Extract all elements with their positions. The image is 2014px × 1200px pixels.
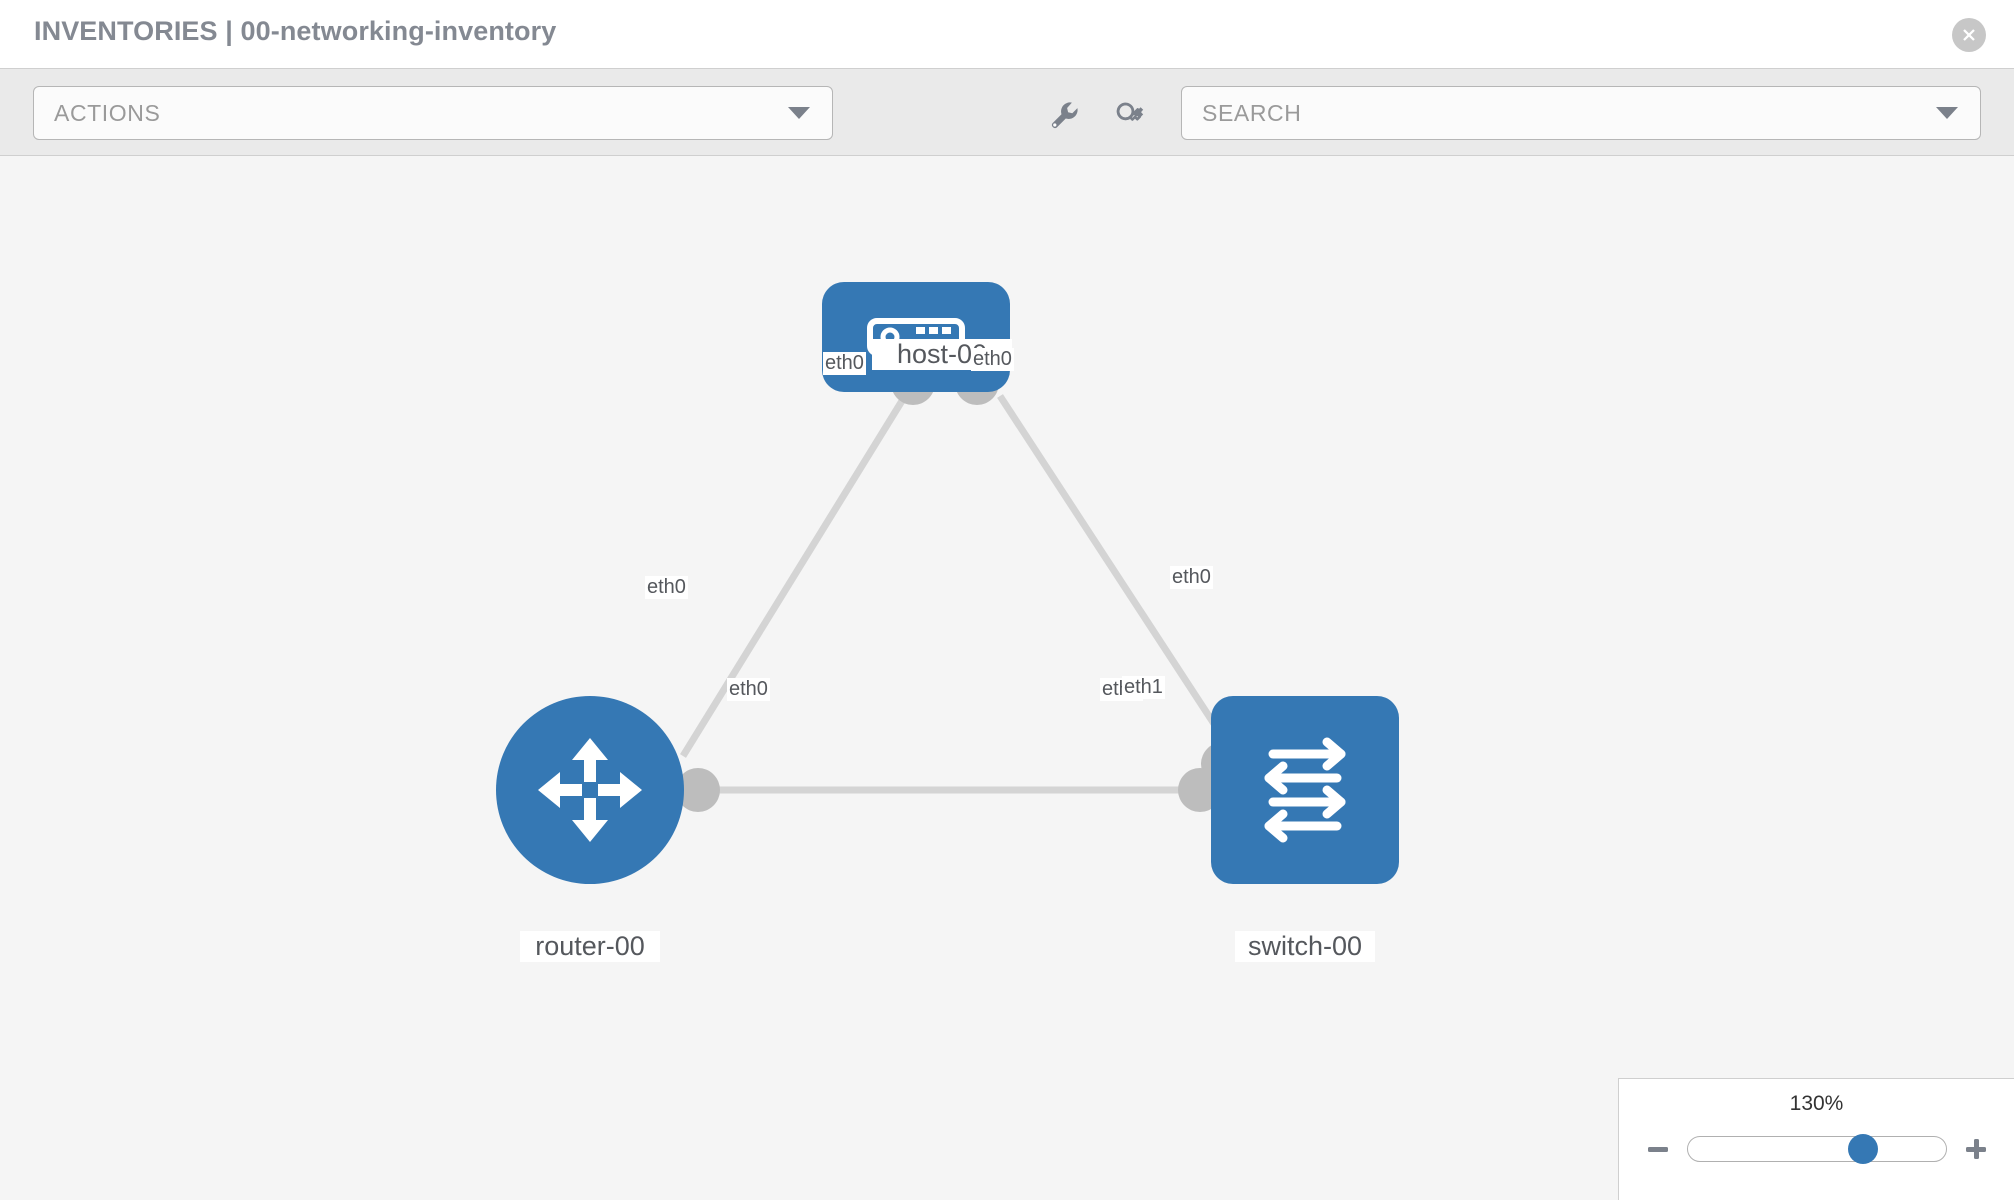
zoom-slider-track[interactable] — [1686, 1134, 1947, 1164]
edge-label-router-right: eth0 — [727, 678, 770, 701]
zoom-out-button[interactable] — [1641, 1132, 1675, 1166]
zoom-slider-row — [1619, 1129, 2014, 1169]
edge-label-host-left: eth0 — [823, 352, 866, 375]
key-icon[interactable] — [1110, 95, 1150, 135]
chevron-down-icon — [1936, 107, 1958, 119]
page-title: INVENTORIES | 00-networking-inventory — [34, 16, 557, 46]
node-router-00-label: router-00 — [520, 931, 660, 962]
plus-icon — [1965, 1139, 1986, 1159]
zoom-level-value: 130% — [1789, 1092, 1844, 1115]
topology-links — [680, 394, 1238, 794]
edge-label-switch-upper: eth0 — [1170, 566, 1213, 589]
link-host-switch — [997, 394, 1238, 758]
wrench-icon[interactable] — [1044, 95, 1084, 135]
search-input[interactable]: SEARCH — [1202, 99, 1302, 126]
toolbar: ACTIONS SEARCH — [0, 68, 2014, 156]
actions-dropdown-label: ACTIONS — [54, 99, 161, 126]
router-icon — [538, 738, 642, 842]
zoom-control-panel: 130% — [1618, 1078, 2014, 1200]
node-host-00-shape[interactable] — [822, 282, 1010, 392]
close-icon[interactable] — [1952, 18, 1986, 52]
zoom-in-button[interactable] — [1959, 1132, 1993, 1166]
topology-canvas[interactable]: host-00 router-00 — [0, 156, 2014, 1200]
node-switch-00-shape[interactable] — [1211, 696, 1399, 884]
minus-icon — [1647, 1147, 1668, 1152]
search-dropdown[interactable]: SEARCH — [1181, 86, 1981, 140]
node-switch-00-label: switch-00 — [1235, 931, 1375, 962]
edge-label-router-upper: eth0 — [645, 576, 688, 599]
link-host-router — [680, 394, 908, 758]
switch-icon — [1264, 737, 1346, 843]
zoom-slider-thumb[interactable] — [1847, 1134, 1878, 1164]
edge-label-host-right: eth0 — [971, 348, 1014, 371]
edge-label-switch-left: eth1 — [1122, 676, 1165, 699]
chevron-down-icon — [788, 107, 810, 119]
page-header: INVENTORIES | 00-networking-inventory — [0, 0, 2014, 68]
node-router-00-shape[interactable] — [496, 696, 684, 884]
actions-dropdown[interactable]: ACTIONS — [33, 86, 833, 140]
